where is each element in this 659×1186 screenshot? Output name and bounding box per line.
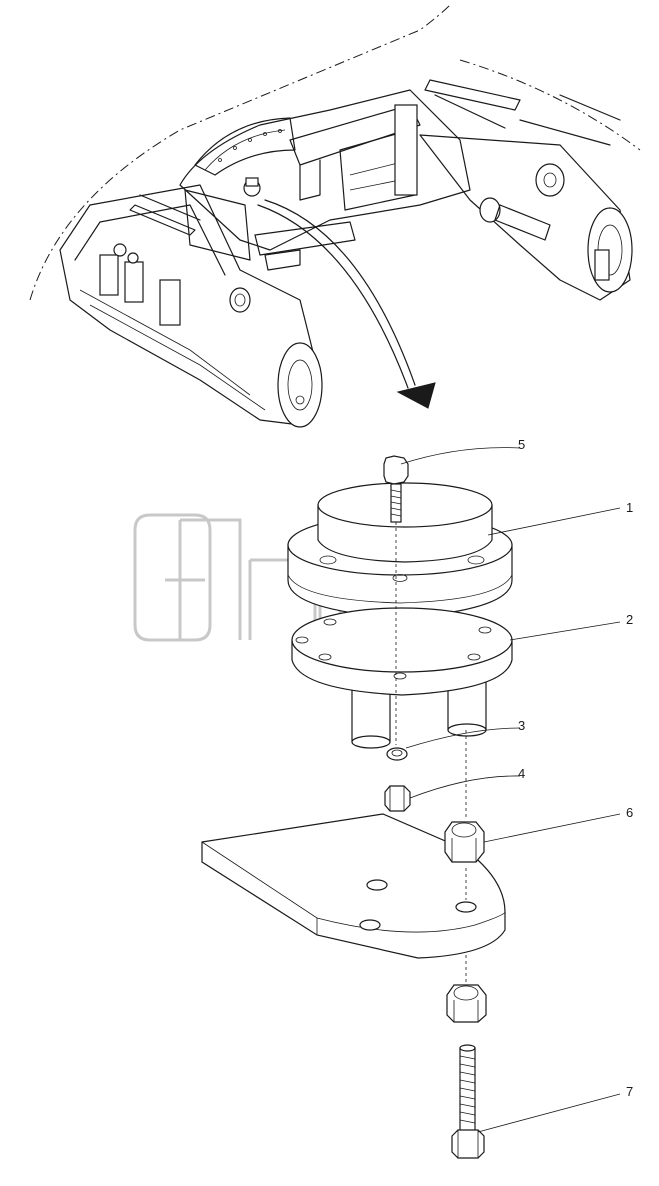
callout-2: 2 — [626, 612, 633, 627]
part-6-hex-nut — [444, 821, 485, 863]
part-7-bolt — [451, 1044, 485, 1159]
part-1-rubber-cushion — [287, 482, 513, 619]
leader-lines — [400, 447, 621, 1133]
callout-3: 3 — [518, 718, 525, 733]
part-4-nut — [384, 785, 411, 812]
callout-4: 4 — [518, 766, 525, 781]
callout-7: 7 — [626, 1084, 633, 1099]
part-2-mounting-plate — [291, 607, 513, 749]
undercarriage-frame — [29, 4, 641, 428]
lower-hex-nut — [446, 984, 487, 1023]
callout-1: 1 — [626, 500, 633, 515]
callout-6: 6 — [626, 805, 633, 820]
part-3-washer — [386, 747, 408, 761]
part-5-bolt — [383, 455, 409, 745]
base-plate — [201, 730, 506, 985]
callout-5: 5 — [518, 437, 525, 452]
